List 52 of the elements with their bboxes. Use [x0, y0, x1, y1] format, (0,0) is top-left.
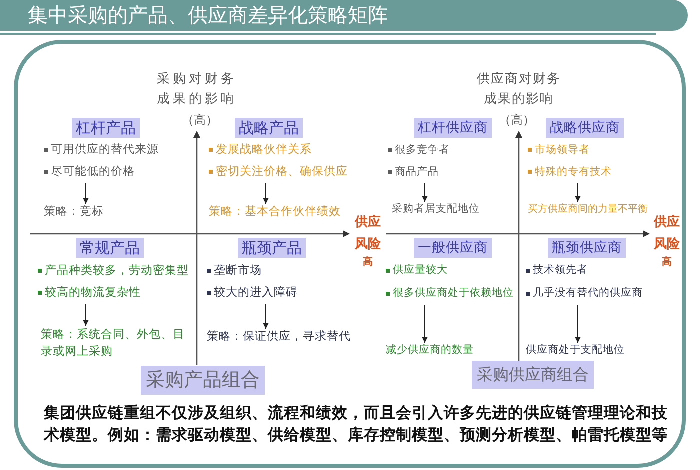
arrow: [263, 182, 269, 204]
arrow: [422, 182, 428, 202]
arrow: [83, 304, 89, 326]
bullet-text: 几乎没有替代的供应商: [533, 287, 643, 300]
axis-label: 供应风险: [653, 214, 681, 254]
strategy-text: 策略：系统合同、外包、目录或网上采购: [41, 326, 186, 360]
strategy-text: 减少供应商的数量: [386, 343, 474, 358]
strategy-text: 策略：基本合作伙伴绩效: [209, 204, 341, 219]
title: 集中采购的产品、供应商差异化策略矩阵: [28, 3, 388, 28]
axis-title: 采购对财务成果的影响: [156, 71, 238, 109]
axis-label: （高）: [499, 112, 529, 129]
bullet-text: 尽可能低的价格: [51, 165, 135, 179]
quadrant-heading: 战略供应商: [546, 118, 624, 138]
strategy-text: 采购者居支配地位: [392, 202, 480, 217]
axis-title: 供应商对财务成果的影响: [476, 71, 562, 109]
note-text: 集团供应链重组不仅涉及组织、流程和绩效，而且会引入许多先进的供应链管理理论和技术模型。例如：需求驱动模型、供给模型、库存控制模型、预测分析模型、帕雷托模型等: [44, 403, 669, 446]
bullet-text: 市场领导者: [535, 144, 590, 156]
quadrant-heading: 瓶颈供应商: [548, 238, 626, 258]
strategy-text: 策略：竞标: [44, 204, 104, 219]
quadrant-heading: 杠杆供应商: [414, 118, 492, 138]
bullet-text: 密切关注价格、确保供应: [216, 165, 348, 179]
bullet-text: 特殊的专有技术: [535, 166, 612, 178]
bullet-text: 产品种类较多，劳动密集型: [45, 264, 189, 278]
bullet-text: 垄断市场: [214, 264, 262, 278]
bullet-text: 很多竞争者: [395, 144, 450, 156]
quadrant-heading: 常规产品: [76, 238, 144, 258]
axis-label: 供应风险: [354, 214, 382, 254]
bullet-text: 发展战略伙伴关系: [216, 143, 312, 157]
arrow: [422, 304, 428, 344]
quadrant-heading: 一般供应商: [414, 238, 492, 258]
portfolio-label: 采购产品组合: [141, 366, 265, 395]
quadrant-heading: 杠杆产品: [72, 118, 140, 138]
arrow: [575, 304, 581, 344]
bullet-text: 可用供应的替代来源: [51, 143, 159, 157]
axis-label: （高）: [182, 112, 212, 129]
strategy-text: 买方供应商间的力量不平衡: [528, 202, 648, 217]
bullet-text: 商品产品: [395, 166, 439, 178]
bullet-text: 较大的进入障碍: [214, 286, 298, 300]
bullet-text: 很多供应商处于依赖地位: [393, 287, 514, 300]
arrow: [263, 304, 269, 330]
bullet-text: 供应量较大: [393, 264, 448, 277]
axis-label: 高: [661, 257, 673, 269]
arrow: [83, 182, 89, 204]
portfolio-label: 采购供应商组合: [472, 361, 594, 389]
strategy-text: 策略：保证供应，寻求替代: [207, 329, 351, 344]
quadrant-heading: 瓶颈产品: [238, 238, 306, 258]
bullet-text: 技术领先者: [533, 264, 588, 277]
strategy-text: 供应商处于支配地位: [526, 343, 625, 358]
arrow: [575, 182, 581, 202]
quadrant-heading: 战略产品: [235, 118, 303, 138]
axis-label: 高: [362, 257, 374, 269]
bullet-text: 较高的物流复杂性: [45, 286, 141, 300]
